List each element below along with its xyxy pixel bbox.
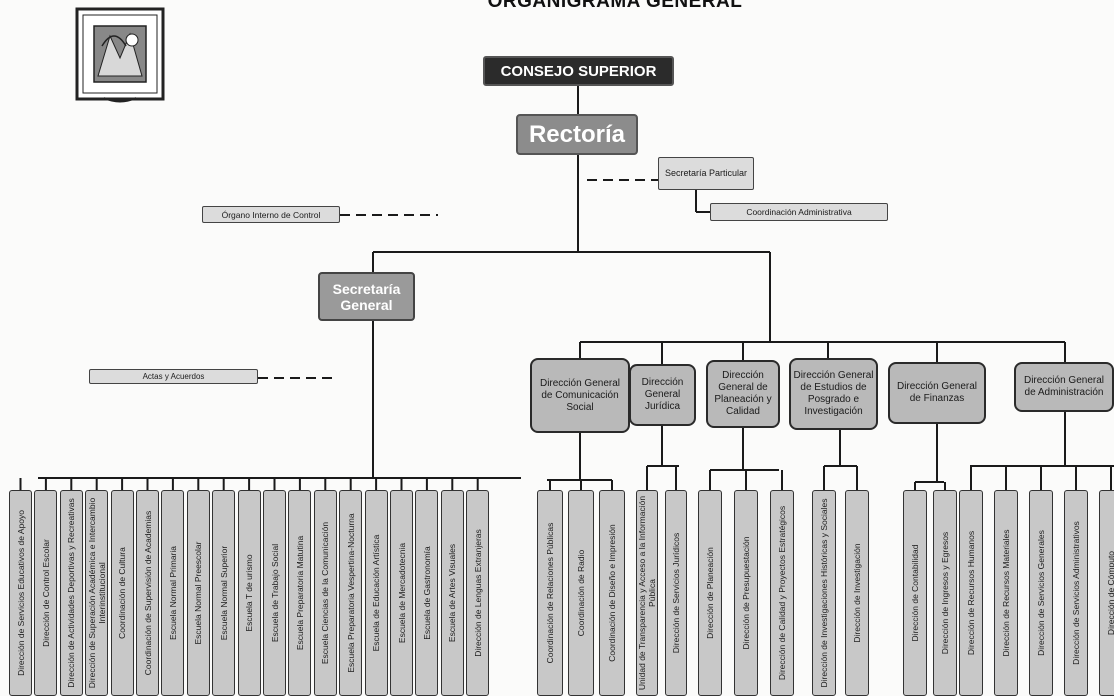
org-unit-label: Dirección de Servicios Jurídicos	[671, 532, 681, 654]
org-unit-box: Dirección de Servicios Educativos de Apo…	[9, 490, 32, 696]
dept-planeacion-calidad: Dirección General de Planeación y Calida…	[706, 360, 780, 428]
org-unit-label: Dirección de Ingresos y Egresos	[940, 531, 950, 655]
org-unit-label: Dirección de Presupuestación	[741, 536, 751, 650]
org-unit-box: Escuela T de urismo	[237, 490, 261, 696]
org-unit-box: Dirección de Recursos Humanos	[959, 490, 983, 696]
org-unit-label: Escuela de Gastronomía	[421, 546, 432, 640]
org-unit-box: Dirección de Control Escolar	[34, 490, 58, 696]
org-unit-box: Dirección de Planeación	[698, 490, 722, 696]
org-unit-label: Escuela de Mercadotecnia	[396, 542, 407, 644]
institution-seal	[75, 7, 165, 103]
org-unit-label: Dirección de Investigación	[852, 543, 862, 643]
org-unit-box: Escuela Preparatoria Vespertina-Nocturna	[339, 490, 363, 696]
org-unit-box: Dirección de Cómputo	[1099, 490, 1114, 696]
org-unit-box: Escuela de Gastronomía	[415, 490, 439, 696]
org-unit-box: Escuela Ciencias de la Comunicación	[313, 490, 337, 696]
rectoria-box: Rectoría	[516, 114, 638, 155]
org-unit-box: Dirección de Contabilidad	[903, 490, 927, 696]
org-unit-label: Dirección de Planeación	[705, 547, 715, 639]
org-unit-label: Dirección de Superación Académica e Inte…	[86, 497, 107, 689]
org-unit-label: Escuela Normal Preescolar	[193, 541, 204, 645]
org-unit-label: Coordinación de Relaciones Públicas	[545, 522, 555, 664]
org-unit-box: Coordinación de Supervisión de Academias	[136, 490, 159, 696]
org-unit-box: Dirección de Calidad y Proyectos Estraté…	[770, 490, 794, 696]
org-unit-label: Escuela Preparatoria Vespertina-Nocturna	[345, 513, 356, 673]
org-unit-label: Dirección de Contabilidad	[910, 544, 920, 642]
org-unit-box: Dirección de Lenguas Extranjeras	[466, 490, 490, 696]
org-unit-label: Dirección de Servicios Generales	[1036, 530, 1046, 656]
dept-comunicacion-social: Dirección General de Comunicación Social	[530, 358, 630, 433]
org-unit-box: Escuela Preparatoria Matutina	[288, 490, 312, 696]
org-unit-label: Dirección de Lenguas Extranjeras	[472, 529, 483, 657]
org-unit-label: Escuela Preparatoria Matutina	[294, 535, 305, 651]
org-unit-box: Dirección de Investigación	[845, 490, 869, 696]
org-unit-label: Dirección de Servicios Administrativos	[1071, 521, 1081, 665]
coordinacion-administrativa-box: Coordinación Administrativa	[710, 203, 888, 221]
org-unit-box: Dirección de Superación Académica e Inte…	[85, 490, 109, 696]
org-unit-label: Escuela Ciencias de la Comunicación	[320, 521, 331, 665]
org-unit-label: Escuela de Trabajo Social	[269, 543, 280, 643]
org-unit-box: Coordinación de Relaciones Públicas	[537, 490, 563, 696]
org-unit-label: Escuela T de urismo	[244, 554, 255, 632]
org-unit-label: Escuela Normal Superior	[218, 545, 229, 641]
org-unit-label: Dirección de Actividades Deportivas y Re…	[66, 498, 77, 688]
org-unit-box: Dirección de Ingresos y Egresos	[933, 490, 957, 696]
org-unit-label: Escuela de Educación Artística	[371, 534, 382, 652]
organo-interno-control-box: Órgano Interno de Control	[202, 206, 340, 223]
org-unit-label: Dirección de Servicios Educativos de Apo…	[15, 510, 26, 676]
org-unit-box: Coordinación de Diseño e Impresión	[599, 490, 625, 696]
org-unit-box: Escuela de Trabajo Social	[263, 490, 286, 696]
org-unit-label: Dirección de Control Escolar	[40, 539, 51, 647]
dept-juridica: Dirección General Jurídica	[629, 364, 696, 426]
org-unit-label: Dirección de Recursos Humanos	[966, 530, 976, 656]
actas-acuerdos-box: Actas y Acuerdos	[89, 369, 258, 384]
org-unit-box: Dirección de Presupuestación	[734, 490, 758, 696]
org-unit-box: Coordinación de Radio	[568, 490, 594, 696]
org-unit-label: Coordinación de Supervisión de Academias	[142, 510, 153, 676]
dept-finanzas: Dirección General de Finanzas	[888, 362, 986, 424]
org-unit-box: Escuela Normal Superior	[212, 490, 236, 696]
org-unit-box: Dirección de Recursos Materiales	[994, 490, 1018, 696]
org-unit-box: Dirección de Actividades Deportivas y Re…	[59, 490, 83, 696]
dept-administracion: Dirección General de Administración	[1014, 362, 1114, 412]
org-unit-box: Dirección de Servicios Administrativos	[1064, 490, 1088, 696]
org-unit-box: Escuela Normal Primaria	[161, 490, 185, 696]
org-unit-box: Dirección de Investigaciones Históricas …	[812, 490, 836, 696]
page-title: ORGANIGRAMA GENERAL	[487, 0, 743, 12]
org-unit-label: Unidad de Transparencia y Acceso a la In…	[637, 495, 657, 691]
secretaria-particular-box: Secretaría Particular	[658, 157, 754, 190]
org-unit-label: Escuela de Artes Visuales	[447, 543, 458, 643]
org-unit-label: Coordinación de Cultura	[117, 547, 128, 639]
org-unit-box: Coordinación de Cultura	[110, 490, 134, 696]
org-unit-box: Unidad de Transparencia y Acceso a la In…	[636, 490, 658, 696]
org-unit-box: Escuela de Mercadotecnia	[390, 490, 413, 696]
org-unit-box: Escuela de Educación Artística	[364, 490, 388, 696]
org-unit-label: Coordinación de Diseño e Impresión	[607, 524, 617, 662]
secretaria-general-box: Secretaría General	[318, 272, 415, 321]
org-unit-label: Dirección de Calidad y Proyectos Estraté…	[777, 505, 787, 681]
org-unit-box: Dirección de Servicios Generales	[1029, 490, 1053, 696]
dept-posgrado-investigacion: Dirección General de Estudios de Posgrad…	[789, 358, 878, 430]
org-unit-label: Escuela Normal Primaria	[167, 546, 178, 640]
org-unit-box: Dirección de Servicios Jurídicos	[665, 490, 687, 696]
org-unit-label: Coordinación de Radio	[576, 549, 586, 637]
org-unit-box: Escuela de Artes Visuales	[440, 490, 464, 696]
consejo-superior-box: CONSEJO SUPERIOR	[483, 56, 674, 86]
org-unit-label: Dirección de Cómputo	[1106, 550, 1114, 636]
org-unit-label: Dirección de Recursos Materiales	[1001, 529, 1011, 657]
org-unit-box: Escuela Normal Preescolar	[186, 490, 210, 696]
org-unit-label: Dirección de Investigaciones Históricas …	[819, 498, 829, 688]
